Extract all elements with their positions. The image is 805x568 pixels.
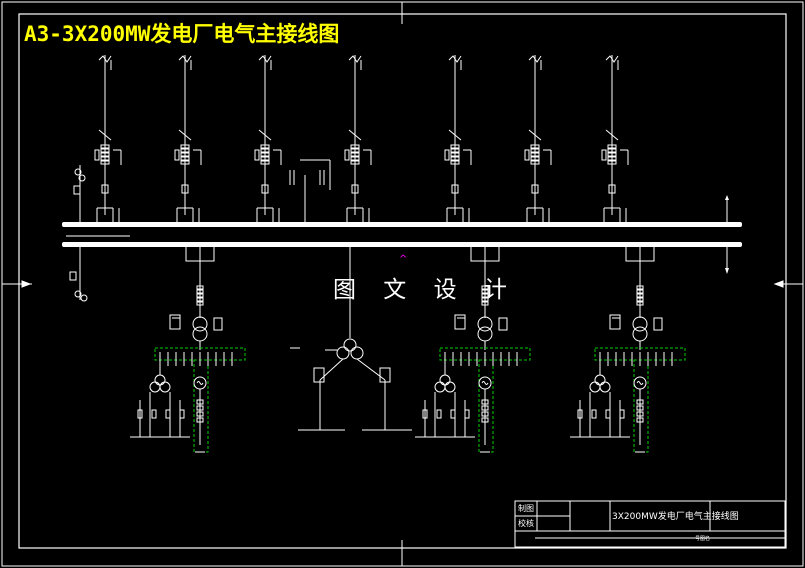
cursor-marker: ^ <box>399 254 407 265</box>
busbar-group <box>62 195 742 274</box>
title-block-row2-label: 校核 <box>518 519 534 528</box>
standby-transformer <box>290 247 412 431</box>
title-block-sheet: 一号图名 <box>690 536 711 542</box>
feeder-bay-2 <box>174 55 202 222</box>
generator-unit-3 <box>570 247 686 453</box>
feeder-bay-3 <box>254 55 282 222</box>
feeder-bay-4 <box>344 55 372 222</box>
feeder-bay-1 <box>94 55 122 222</box>
title-block-row1-label: 制图 <box>518 504 534 513</box>
pt-and-arrester-left <box>69 159 331 302</box>
busbar-1 <box>62 222 742 227</box>
generator-unit-2 <box>415 247 531 453</box>
generator-unit-1 <box>130 247 246 453</box>
center-pt-bay <box>289 170 325 222</box>
feeder-bay-7 <box>601 55 629 222</box>
title-block-drawing-name: 3X200MW发电厂电气主接线图 <box>612 512 739 522</box>
watermark-text: 图 文 设 计 <box>333 277 517 303</box>
generator-units <box>130 247 686 453</box>
drawing-title: A3-3X200MW发电厂电气主接线图 <box>24 22 340 46</box>
feeder-bay-6 <box>524 55 552 222</box>
busbar-2 <box>62 242 742 247</box>
title-block <box>514 500 786 548</box>
feeder-bay-5 <box>444 55 472 222</box>
feeder-bays <box>94 55 629 222</box>
